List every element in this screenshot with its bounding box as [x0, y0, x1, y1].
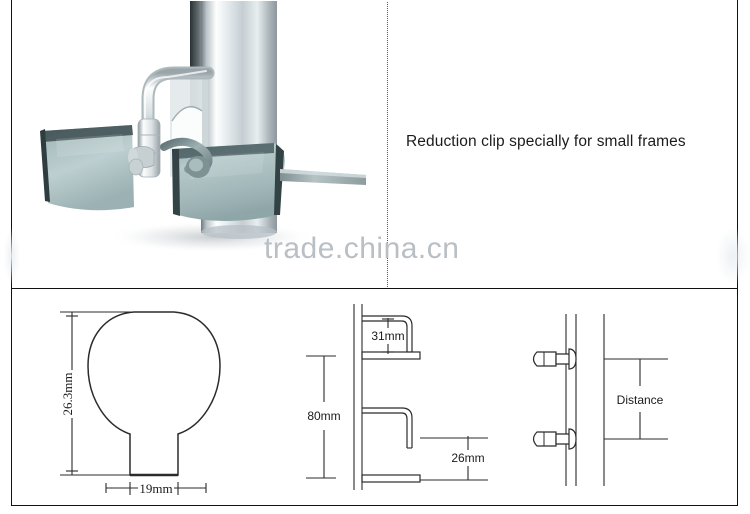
lower-hook-outer — [362, 412, 408, 448]
pole-base-ellipse — [201, 225, 277, 239]
bulb-outline — [87, 311, 221, 476]
pin-spacing-drawing: Distance — [522, 290, 736, 504]
upper-hook-inner — [362, 315, 413, 352]
right-lens-outer-rim — [274, 144, 284, 215]
hook-knuckle-highlight — [189, 158, 203, 172]
upper-shelf — [361, 351, 421, 360]
temple-arm-highlight — [280, 169, 366, 178]
bulb-profile-drawing: 26.3mm 19mm — [14, 290, 290, 504]
upper-hook-outer — [362, 320, 408, 352]
upper-pin-head — [532, 351, 557, 367]
dim-label-width: 19mm — [139, 481, 172, 496]
left-lens-top-rim — [42, 125, 133, 142]
dim-label-height: 26.3mm — [60, 373, 75, 416]
bracket-side-drawing: 31mm 80mm 26mm — [292, 290, 520, 504]
product-caption: Reduction clip specially for small frame… — [406, 133, 686, 150]
lower-hook-inner — [362, 407, 413, 448]
frame-right-border — [737, 0, 738, 506]
watermark-glow-right — [716, 228, 750, 284]
left-lens — [42, 125, 134, 211]
clip-arm-highlight — [144, 70, 207, 140]
frame-bottom-border — [11, 505, 738, 506]
panel-divider-rule — [11, 288, 738, 289]
dim-label-distance: Distance — [617, 393, 664, 407]
lower-pin-flange — [568, 428, 577, 450]
clip-arch-outline — [171, 106, 203, 122]
dotted-divider — [387, 2, 388, 287]
pivot-pin — [128, 158, 144, 176]
product-render — [12, 1, 386, 287]
dim-label-26mm: 26mm — [451, 451, 484, 465]
right-lens-top-rim — [172, 143, 274, 159]
left-lens-outer-rim — [40, 129, 50, 202]
upper-pin-flange — [568, 348, 577, 370]
dim-label-31mm: 31mm — [371, 329, 404, 343]
dim-label-80mm: 80mm — [307, 409, 340, 423]
right-lens-inner-rim — [172, 149, 180, 216]
lower-shelf — [361, 474, 421, 483]
lower-pin-head — [532, 431, 557, 447]
left-lens-glare — [56, 134, 124, 157]
